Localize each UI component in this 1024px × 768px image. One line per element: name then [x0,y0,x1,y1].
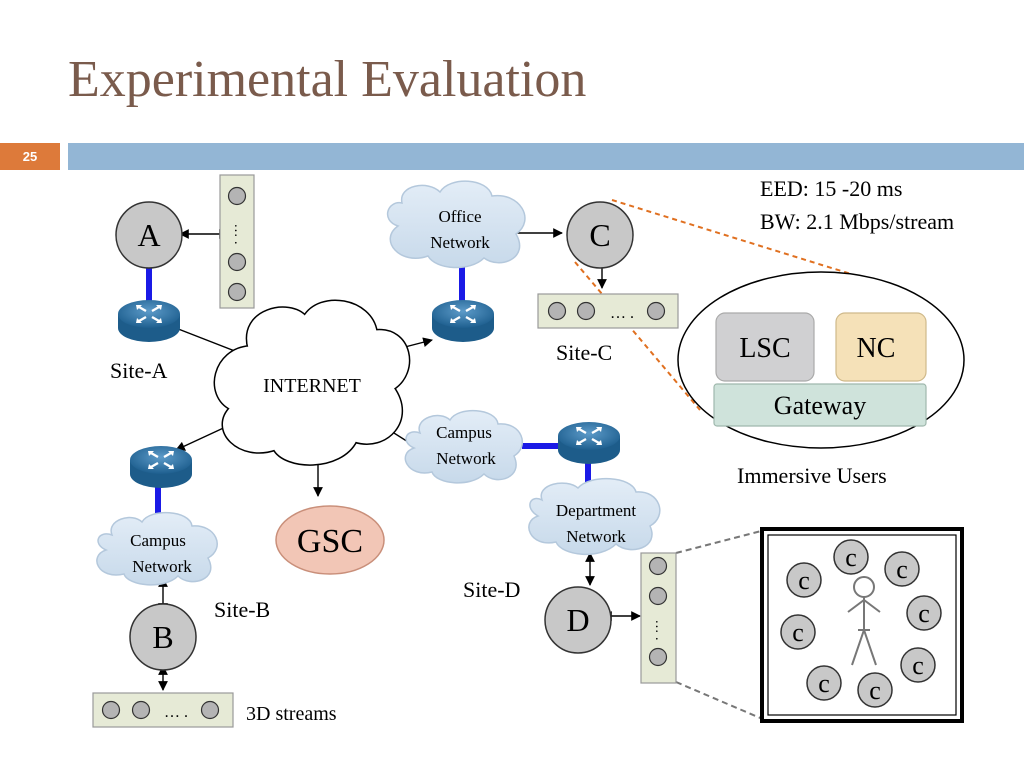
camera-ring-inset: c c c c c c c c [760,527,964,723]
camera-c-8-label: c [869,676,881,705]
router-site-b-icon [128,444,194,490]
router-site-c-icon [430,298,496,344]
camera-c-1: c [833,539,869,575]
stream-bar-d-ellipsis: … . [652,620,667,641]
node-d-label: D [566,602,589,638]
node-c-label: C [589,217,610,253]
slide-title: Experimental Evaluation [68,51,587,108]
stream-bar-c-ellipsis: … . [610,305,634,322]
camera-c-1-label: c [845,543,857,572]
node-d: D [544,586,612,654]
title-bar [68,143,1024,170]
bw-metric: BW: 2.1 Mbps/stream [760,209,954,234]
camera-c-8: c [857,672,893,708]
nc-label: NC [857,333,896,364]
camera-c-3: c [786,562,822,598]
user-figure-icon [847,576,881,666]
stream-bar-a-ellipsis: … . [231,224,246,245]
gateway-label: Gateway [774,391,866,420]
campus-network-cloud-b: Campus Network [96,511,218,586]
camera-c-6-label: c [912,651,924,680]
node-a: A [115,201,183,269]
campus-network-cloud-d: Campus Network [404,409,524,484]
zoom-lines-gray [675,529,766,721]
slide-number: 25 [0,143,60,170]
gateway-box: Gateway [713,383,927,427]
node-b: B [129,603,197,671]
stream-bar-b: … . [92,692,234,728]
inset-immersive-site: LSC NC Gateway [677,271,965,449]
office-network-label-line1: Office [438,207,481,226]
camera-c-3-label: c [798,566,810,595]
site-b-label: Site-B [214,597,270,622]
department-network-label-line2: Network [566,527,626,546]
camera-c-4: c [906,595,942,631]
stream-bar-d: … . [640,552,677,684]
campus-network-b-label-line1: Campus [130,531,186,550]
router-site-d-icon [556,420,622,466]
streams-label: 3D streams [246,703,337,725]
node-c: C [566,201,634,269]
gsc-node: GSC [275,505,385,575]
camera-c-5-label: c [792,618,804,647]
department-network-cloud: Department Network [528,477,661,556]
office-network-label-line2: Network [430,233,490,252]
camera-c-7-label: c [818,669,830,698]
camera-c-6: c [900,647,936,683]
camera-c-2: c [884,551,920,587]
camera-c-5: c [780,614,816,650]
department-network-label-line1: Department [556,501,637,520]
site-a-label: Site-A [110,358,168,383]
router-site-a-icon [116,298,182,344]
nc-box: NC [835,312,927,382]
campus-network-d-label-line2: Network [436,449,496,468]
internet-label: INTERNET [263,375,361,397]
stream-bar-b-ellipsis: … . [164,704,188,721]
eed-metric: EED: 15 -20 ms [760,176,902,201]
office-network-cloud: Office Network [386,180,526,269]
camera-c-2-label: c [896,555,908,584]
lsc-label: LSC [739,333,790,364]
lsc-box: LSC [715,312,815,382]
camera-c-7: c [806,665,842,701]
camera-c-4-label: c [918,599,930,628]
site-d-label: Site-D [463,577,520,602]
gsc-label: GSC [297,523,363,560]
stream-bar-a: … . [219,174,255,309]
internet-cloud: INTERNET [213,299,411,466]
stream-bar-c: … . [537,293,679,329]
node-a-label: A [137,217,160,253]
immersive-users-caption: Immersive Users [737,463,887,488]
campus-network-d-label-line1: Campus [436,423,492,442]
zoom-lines-orange [574,199,881,411]
node-b-label: B [152,619,173,655]
site-c-label: Site-C [556,340,612,365]
campus-network-b-label-line2: Network [132,557,192,576]
